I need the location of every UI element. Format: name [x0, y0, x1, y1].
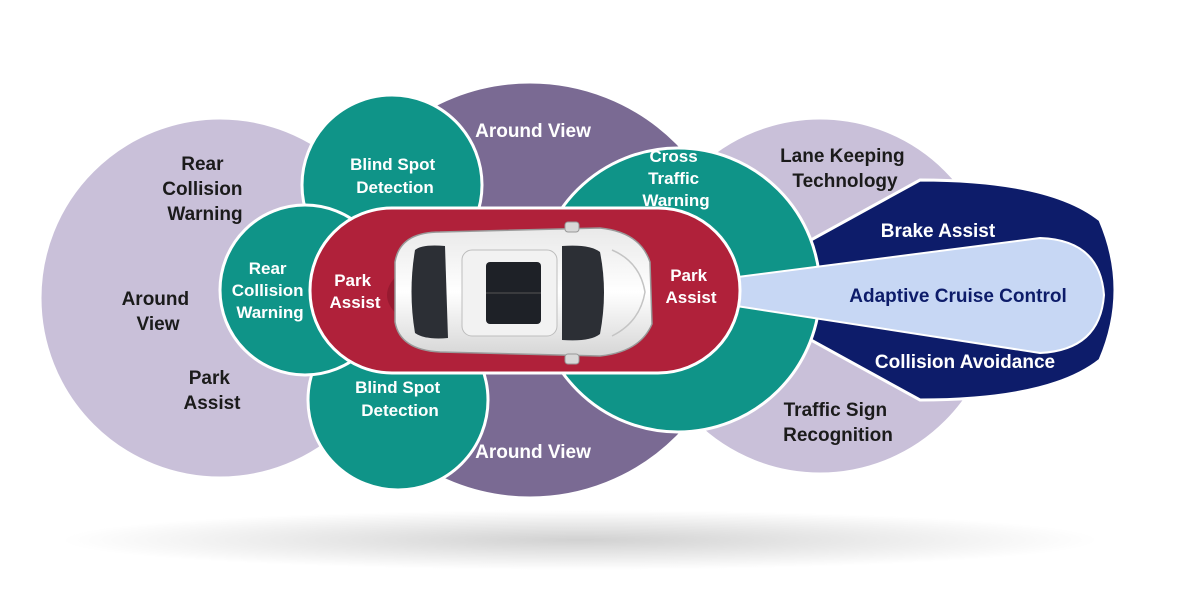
park-assist-front-label: Park Assist: [665, 266, 716, 307]
brake-assist-label: Brake Assist: [881, 221, 996, 242]
left-around-view-label: Around View: [122, 289, 195, 335]
left-park-assist-label: Park Assist: [183, 368, 241, 414]
lane-keeping-label: Lane Keeping Technology: [780, 146, 910, 192]
ground-shadow: [60, 510, 1100, 570]
adaptive-cruise-label: Adaptive Cruise Control: [849, 286, 1066, 307]
adaptive-cruise-beam: [729, 236, 1106, 355]
blind-spot-top-label: Blind Spot Detection: [350, 155, 440, 197]
left-rear-collision-label: Rear Collision Warning: [162, 154, 248, 225]
teal-rear-collision-label: Rear Collision Warning: [232, 259, 309, 322]
collision-avoidance-label: Collision Avoidance: [875, 352, 1055, 373]
around-view-top-label: Around View: [475, 121, 591, 142]
car-top-view: [387, 221, 653, 365]
park-assist-rear-label: Park Assist: [329, 271, 380, 312]
around-view-bottom-label: Around View: [475, 442, 591, 463]
cross-traffic-label: Cross Traffic Warning: [642, 147, 709, 210]
traffic-sign-label: Traffic Sign Recognition: [783, 400, 893, 446]
blind-spot-bottom-label: Blind Spot Detection: [355, 378, 445, 420]
